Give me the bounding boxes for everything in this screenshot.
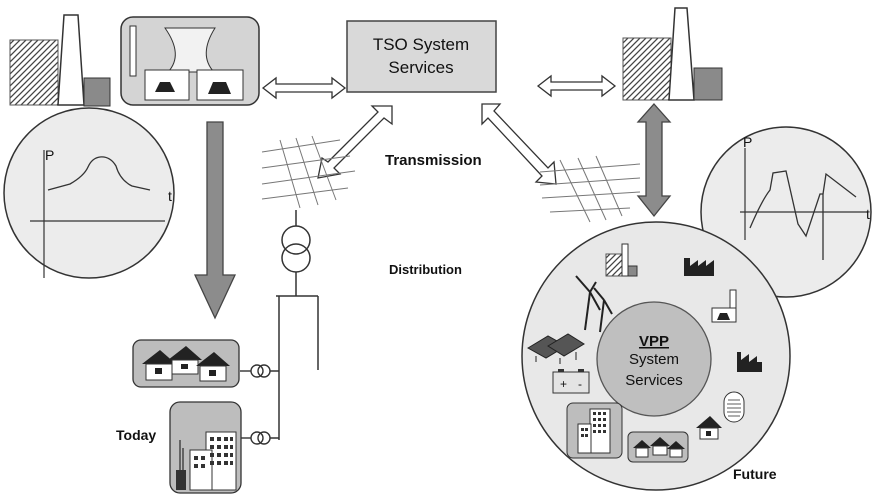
distribution-label: Distribution — [389, 262, 462, 277]
office-building-icon — [566, 402, 623, 459]
vpp-circle: VPP System Services — [521, 221, 791, 491]
battery-minus: - — [578, 377, 582, 391]
houses-icon — [627, 431, 689, 463]
left-plot-y-axis-label: P — [45, 147, 54, 163]
diagonal-arrow-tso-left-grid — [317, 105, 393, 179]
left-plot-curve — [47, 156, 151, 191]
dark-double-arrow-vpp — [636, 103, 672, 218]
fuel-cell-icon — [723, 391, 745, 423]
chimney-icon-right — [668, 7, 695, 101]
meter-icon-building — [241, 431, 271, 445]
tso-label-line2: Services — [388, 58, 453, 77]
battery-icon: + - — [552, 369, 590, 394]
meter-icon-houses — [240, 364, 271, 378]
future-label: Future — [733, 466, 777, 482]
battery-plus: + — [560, 377, 567, 391]
vpp-line2: Services — [625, 372, 683, 389]
factory-small-icon — [737, 352, 762, 372]
solar-panel-icon — [527, 333, 585, 364]
double-arrow-left-tso — [261, 76, 347, 100]
wind-turbine-icon — [575, 275, 613, 333]
transmission-grid-right — [539, 155, 641, 223]
nuclear-plant-box — [120, 16, 260, 106]
distribution-line — [270, 295, 319, 440]
double-arrow-tso-right — [536, 74, 617, 98]
vpp-title: VPP — [639, 333, 669, 350]
power-plant-right — [622, 7, 723, 101]
tso-system-services-box: TSO System Services — [346, 20, 497, 93]
right-plot-x-axis-label: t — [866, 206, 870, 222]
industrial-building-box — [169, 401, 242, 494]
small-power-plant-icon — [605, 243, 638, 277]
plant-block — [83, 77, 111, 107]
left-plot-x-axis-label: t — [168, 188, 172, 204]
big-down-arrow — [193, 121, 237, 320]
brick-wall-right — [622, 37, 672, 101]
factory-icon — [684, 258, 714, 276]
power-plant-left — [9, 14, 111, 107]
right-plot-curve — [749, 170, 824, 260]
brick-wall — [9, 39, 59, 106]
vpp-line1: System — [629, 351, 679, 368]
plant-block-right — [693, 67, 723, 101]
small-plant-right-icon — [711, 289, 737, 323]
left-power-time-plot: P t — [3, 107, 175, 279]
chimney-icon — [57, 14, 85, 106]
transformer-icon — [281, 210, 311, 296]
transmission-grid-left — [261, 135, 356, 209]
transmission-label: Transmission — [385, 152, 482, 169]
right-plot-y-axis-label: P — [743, 134, 752, 150]
tso-label-line1: TSO System — [373, 35, 469, 54]
house-small-icon — [696, 416, 722, 440]
residential-houses-box — [132, 339, 240, 388]
today-label: Today — [116, 427, 156, 443]
